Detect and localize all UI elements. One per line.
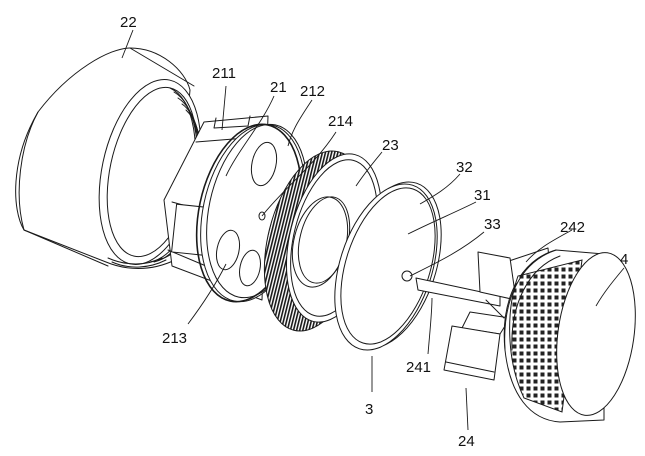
label-3: 3 [365,401,373,418]
label-33: 33 [484,216,501,233]
label-211: 211 [212,65,236,82]
label-24: 24 [458,433,475,450]
label-32: 32 [456,159,473,176]
label-31: 31 [474,187,491,204]
label-214: 214 [328,113,353,130]
plate-center-hole [401,270,413,282]
label-23: 23 [382,137,399,154]
cap-4 [503,249,636,423]
label-241: 241 [406,359,431,376]
part-labels: 22 211 21 212 214 23 32 31 33 242 4 213 … [120,14,628,450]
label-21: 21 [270,79,287,96]
leader-lines [121,29,625,431]
label-22: 22 [120,14,137,31]
label-242: 242 [560,219,585,236]
label-4: 4 [620,251,628,268]
label-213: 213 [162,330,187,347]
label-212: 212 [300,83,325,100]
plate-3 [334,181,442,351]
